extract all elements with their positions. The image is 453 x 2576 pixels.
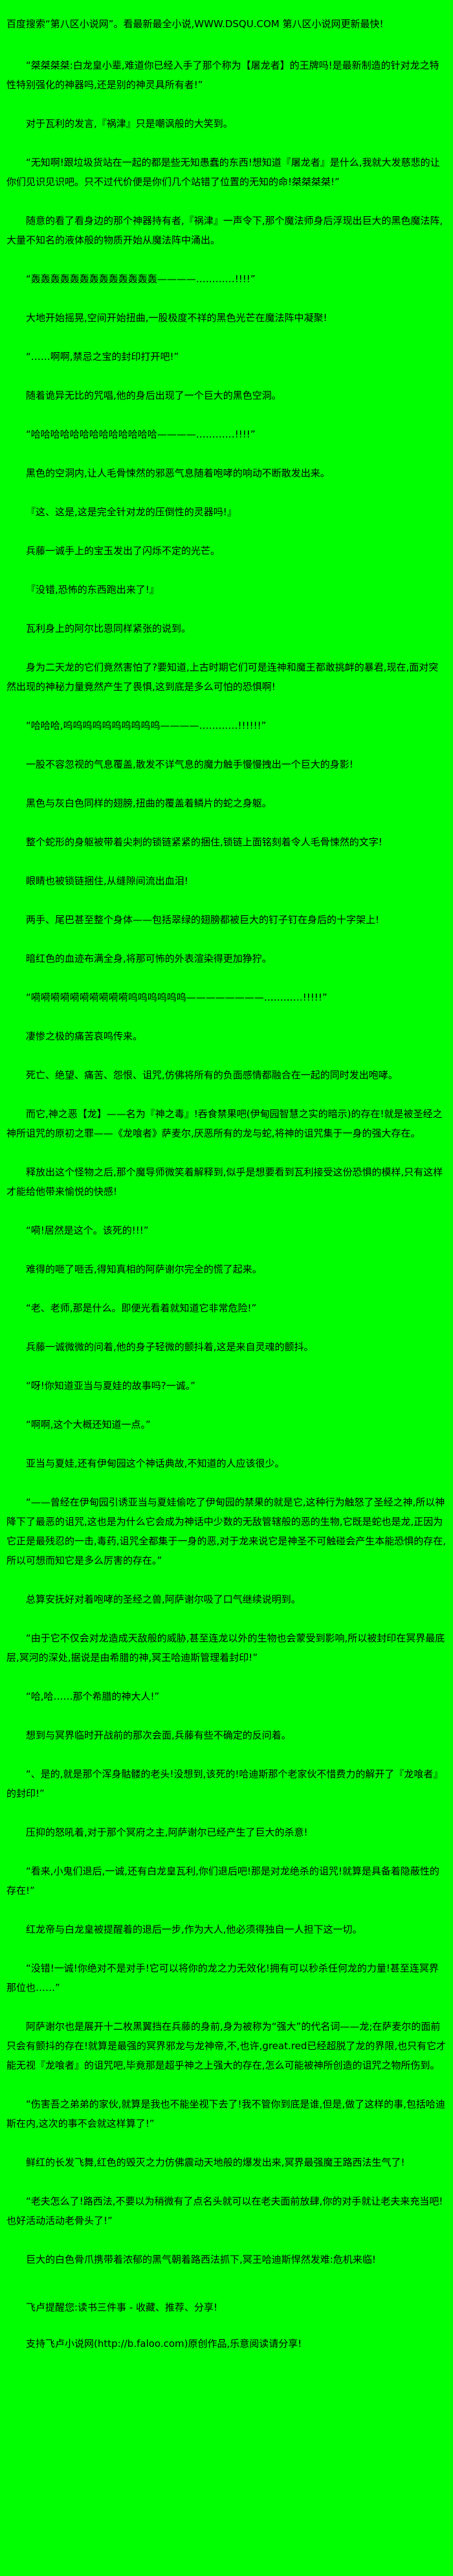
novel-paragraph: “由于它不仅会对龙造成天敌般的威胁,甚至连龙以外的生物也会蒙受到影响,所以被封印… [6,1632,445,1663]
novel-paragraph: 黑色的空洞内,让人毛骨悚然的邪恶气息随着咆哮的响动不断散发出来。 [26,467,330,479]
novel-paragraph: 压抑的怒吼着,对于那个冥府之主,阿萨谢尔已经产生了巨大的杀意! [26,1827,308,1838]
novel-paragraph: “嗬嗬嗬嗬嗬嗬嗬嗬嗬嗬呜呜呜呜呜呜————————…………!!!!!” [26,992,327,1003]
page-footer: 飞卢提醒您:读书三件事 - 收藏、推荐、分享! 支持飞卢小说网(http://b… [6,2298,447,2353]
faloo-reminder-text: 飞卢提醒您:读书三件事 - 收藏、推荐、分享! [26,2302,218,2313]
novel-paragraph: 难得的咂了咂舌,得知真相的阿萨谢尔完全的慌了起来。 [26,1263,262,1275]
novel-paragraph: 对于瓦利的发言,『祸津』只是嘲讽般的大笑到。 [26,118,233,129]
novel-paragraph: 凄惨之极的痛苦哀鸣传来。 [26,1030,143,1042]
novel-paragraph: 暗红色的血迹布满全身,将那可怖的外表渲染得更加狰狞。 [26,953,272,964]
novel-paragraph: 总算安抚好对着咆哮的圣经之兽,阿萨谢尔吸了口气继续说明到。 [26,1593,301,1605]
novel-paragraph: 一股不容忽视的气息覆盖,散发不详气息的魔力触手慢慢拽出一个巨大的身影! [26,759,353,770]
faloo-support-link[interactable]: 支持飞卢小说网(http://b.faloo.com)原创作品,乐意阅读请分享! [26,2338,302,2349]
novel-paragraph: 身为二天龙的它们竟然害怕了?要知道,上古时期它们可是连神和魔王都敢挑衅的暴君,现… [6,661,439,693]
novel-paragraph: “、是的,就是那个浑身骷髅的老头!没想到,该死的!哈迪斯那个老家伙不惜费力的解开… [6,1768,443,1799]
novel-paragraph: “无知啊!跟垃圾货站在一起的都是些无知愚蠢的东西!想知道『屠龙者』是什么,我就大… [6,157,440,188]
novel-paragraph: 亚当与夏娃,还有伊甸园这个神话典故,不知道的人应该很少。 [26,1458,285,1469]
novel-paragraph: 想到与冥界临时开战前的那次会面,兵藤有些不确定的反问着。 [26,1729,291,1741]
novel-paragraph: 随着诡异无比的咒唱,他的身后出现了一个巨大的黑色空洞。 [26,390,282,401]
novel-paragraph: “没错!一诚!你绝对不是对手!它可以将你的龙之力无效化!拥有可以秒杀任何龙的力量… [6,1962,439,1993]
novel-paragraph: 红龙帝与白龙皇被提醒着的退后一步,作为大人,他必须得独自一人担下这一切。 [26,1924,362,1935]
novel-paragraph: 黑色与灰白色同样的翅膀,扭曲的覆盖着鳞片的蛇之身躯。 [26,797,272,809]
site-notice-top: 百度搜索“第八区小说网”。看最新最全小说,WWW.DSQU.COM 第八区小说网… [6,18,384,30]
novel-paragraph: “哈,哈……那个希腊的神大人!” [26,1691,160,1702]
novel-paragraph: 巨大的白色骨爪携带着浓郁的黑气朝着路西法抓下,冥王哈迪斯悍然发难:危机来临! [26,2254,376,2265]
novel-paragraph: 兵藤一诚微微的问着,他的身子轻微的颤抖着,这是来自灵魂的颤抖。 [26,1341,314,1353]
novel-paragraph: “啊啊,这个大概还知道一点。” [26,1419,151,1430]
novel-paragraph: “……啊啊,禁忌之宝的封印打开吧!” [26,351,179,362]
novel-paragraph: 两手、尾巴甚至整个身体——包括翠绿的翅膀都被巨大的钉子钉在身后的十字架上! [26,914,380,926]
novel-paragraph: “呀!你知道亚当与夏娃的故事吗?一诚。” [26,1380,196,1392]
novel-paragraph: “伤害吾之弟弟的家伙,就算是我也不能坐视下去了!我不管你到底是谁,但是,做了这样… [6,2098,445,2129]
novel-paragraph: 鲜红的长发飞舞,红色的毁灭之力仿佛震动天地般的爆发出来,冥界最强魔王路西法生气了… [26,2157,405,2168]
novel-paragraph: 而它,神之恶【龙】——名为『神之毒』!吞食禁果吧(伊甸园智慧之实的暗示)的存在!… [6,1108,443,1139]
novel-paragraph: 大地开始摇晃,空间开始扭曲,一股极度不祥的黑色光芒在魔法阵中凝聚! [26,312,327,324]
novel-paragraph: “嗬!居然是这个。该死的!!!” [26,1225,149,1236]
novel-paragraph: “看来,小鬼们退后,一诚,还有白龙皇瓦利,你们退后吧!那是对龙绝杀的诅咒!就算是… [6,1865,439,1896]
novel-paragraph: 整个蛇形的身躯被带着尖刺的锁链紧紧的捆住,锁链上面铭刻着令人毛骨悚然的文字! [26,836,382,848]
novel-paragraph: 随意的看了看身边的那个神器持有者,『祸津』一声令下,那个魔法师身后浮现出巨大的黑… [6,215,443,246]
novel-paragraph: 释放出这个怪物之后,那个魔导师微笑着解释到,似乎是想要看到瓦利接受这份恐惧的模样… [6,1166,443,1197]
chapter-content: “桀桀桀桀:白龙皇小辈,难道你已经入手了那个称为【屠龙者】的王牌吗!是最新制造的… [6,56,447,2269]
novel-paragraph: 死亡、绝望、痛苦、怨恨、诅咒,仿佛将所有的负面感情都融合在一起的同时发出咆哮。 [26,1069,398,1081]
novel-paragraph: “老、老师,那是什么。即便光看着就知道它非常危险!” [26,1302,257,1314]
novel-paragraph: “哈哈哈哈哈哈哈哈哈哈哈哈哈————…………!!!!” [26,428,256,440]
novel-paragraph: 瓦利身上的阿尔比恩同样紧张的说到。 [26,623,192,634]
novel-paragraph: 『这、这是,这是完全针对龙的压倒性的灵器吗!』 [26,506,237,518]
novel-paragraph: “轰轰轰轰轰轰轰轰轰轰轰轰轰————…………!!!!” [26,273,256,285]
novel-paragraph: 阿萨谢尔也是展开十二枚黑翼挡在兵藤的身前,身为被称为“强大”的代名词——龙;在萨… [6,2021,447,2071]
novel-paragraph: “哈哈哈,呜呜呜呜呜呜呜呜呜呜————…………!!!!!!” [26,720,267,731]
novel-paragraph: 『没错,恐怖的东西跑出来了!』 [26,584,159,595]
novel-paragraph: “——曾经在伊甸园引诱亚当与夏娃偷吃了伊甸园的禁果的就是它,这种行为触怒了圣经之… [6,1496,447,1566]
novel-paragraph: 兵藤一诚手上的宝玉发出了闪烁不定的光芒。 [26,545,221,557]
novel-paragraph: 眼睛也被锁链捆住,从缝隙间流出血泪! [26,875,188,887]
novel-paragraph: “桀桀桀桀:白龙皇小辈,难道你已经入手了那个称为【屠龙者】的王牌吗!是最新制造的… [6,60,439,91]
novel-paragraph: “老夫怎么了!路西法,不要以为稍微有了点名头就可以在老夫面前放肆,你的对手就让老… [6,2195,443,2226]
